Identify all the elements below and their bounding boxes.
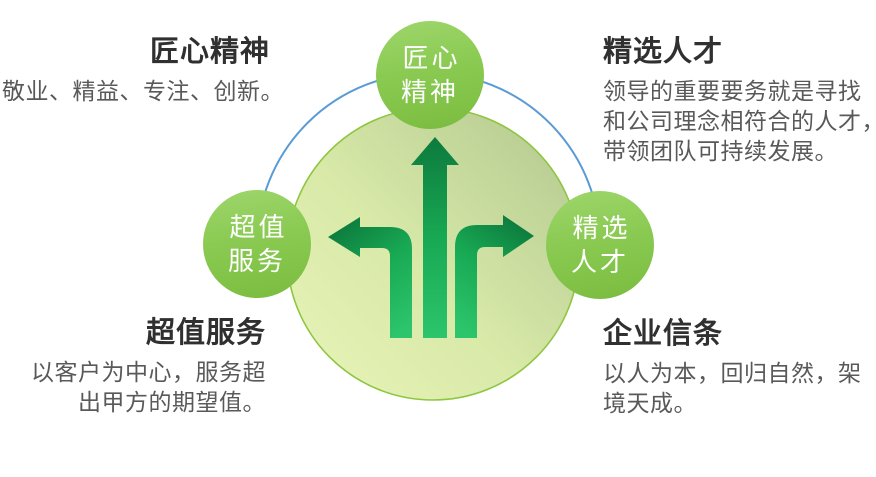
section-body-company-creed: 以人为本，回归自然，架 境天成。 <box>603 360 862 416</box>
node-label-premium-service: 超值 服务 <box>227 212 288 276</box>
left-arrow <box>328 217 412 338</box>
node-label-craftsmanship: 匠心 精神 <box>400 43 461 107</box>
section-company-creed: 企业信条 以人为本，回归自然，架 境天成。 <box>603 316 876 418</box>
section-selected-talent: 精选人才 领导的重要要务就是寻找 和公司理念相符合的人才， 带领团队可持续发展。 <box>603 34 876 166</box>
three-way-arrows-icon <box>328 137 534 338</box>
section-premium-service: 超值服务 以客户为中心，服务超 出甲方的期望值。 <box>0 315 266 417</box>
node-circle-selected-talent: 精选 人才 <box>546 191 654 299</box>
section-title-premium-service: 超值服务 <box>145 317 266 349</box>
section-body-selected-talent: 领导的重要要务就是寻找 和公司理念相符合的人才， 带领团队可持续发展。 <box>603 78 876 164</box>
node-circle-premium-service: 超值 服务 <box>203 190 311 298</box>
node-circle-craftsmanship: 匠心 精神 <box>376 21 484 129</box>
section-body-premium-service: 以客户为中心，服务超 出甲方的期望值。 <box>31 359 266 415</box>
section-title-craftsmanship: 匠心精神 <box>149 36 270 68</box>
section-craftsmanship: 匠心精神 敬业、精益、专注、创新。 <box>0 34 284 106</box>
section-title-selected-talent: 精选人才 <box>603 36 724 68</box>
right-arrow <box>455 215 534 338</box>
section-title-company-creed: 企业信条 <box>603 318 724 350</box>
section-body-craftsmanship: 敬业、精益、专注、创新。 <box>2 78 284 104</box>
node-label-selected-talent: 精选 人才 <box>570 213 631 277</box>
up-arrow <box>411 137 459 338</box>
